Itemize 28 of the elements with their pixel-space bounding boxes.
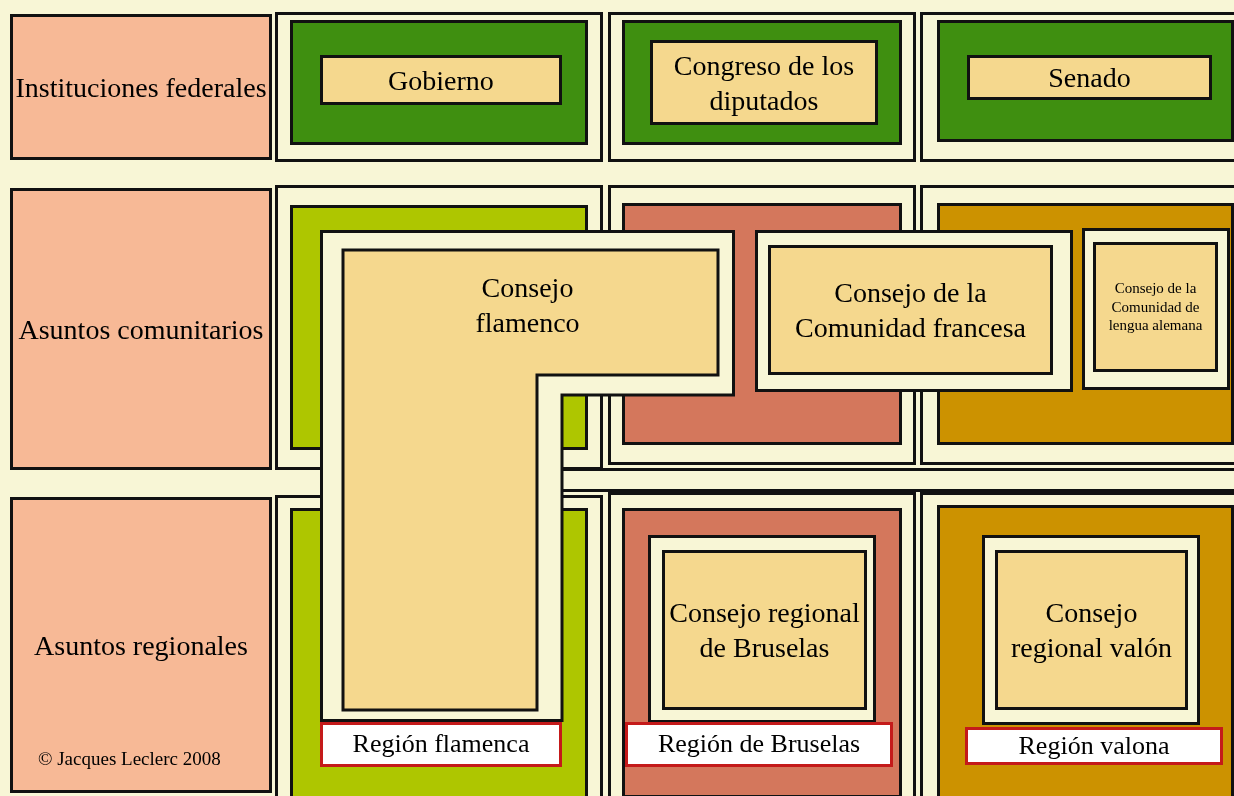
- council-box: [320, 55, 562, 105]
- council-name: Consejo flamenco: [474, 271, 581, 340]
- row-header: [10, 497, 272, 793]
- council-box: [662, 550, 867, 710]
- row-header-text: Asuntos comunitarios: [18, 312, 264, 347]
- row-header: [10, 14, 272, 160]
- council-name: Consejo de la Comunidad francesa: [794, 276, 1027, 345]
- region-label-box: [625, 722, 893, 767]
- row-header: [10, 188, 272, 470]
- row-header-text: Asuntos regionales: [34, 628, 248, 663]
- council-name: Consejo de la Comunidad de lengua alemana: [1107, 278, 1204, 336]
- council-box: [967, 55, 1212, 100]
- council-name: Senado: [1048, 61, 1131, 95]
- region-name: Región de Bruselas: [657, 728, 861, 761]
- row-header-text: Instituciones federales: [15, 70, 267, 105]
- region-name: Región valona: [1018, 729, 1170, 762]
- council-box: [1093, 242, 1218, 372]
- council-box: [768, 245, 1053, 375]
- council-box: [995, 550, 1188, 710]
- council-box: [650, 40, 878, 125]
- council-name: Gobierno: [388, 63, 494, 98]
- copyright-note: © Jacques Leclerc 2008: [38, 748, 221, 770]
- region-label-box: [965, 727, 1223, 765]
- region-label-box: [320, 722, 562, 767]
- region-name: Región flamenca: [352, 728, 530, 761]
- council-name: Congreso de los diputados: [672, 48, 856, 118]
- council-name: Consejo regional valón: [1010, 596, 1173, 665]
- council-name: Consejo regional de Bruselas: [668, 596, 861, 665]
